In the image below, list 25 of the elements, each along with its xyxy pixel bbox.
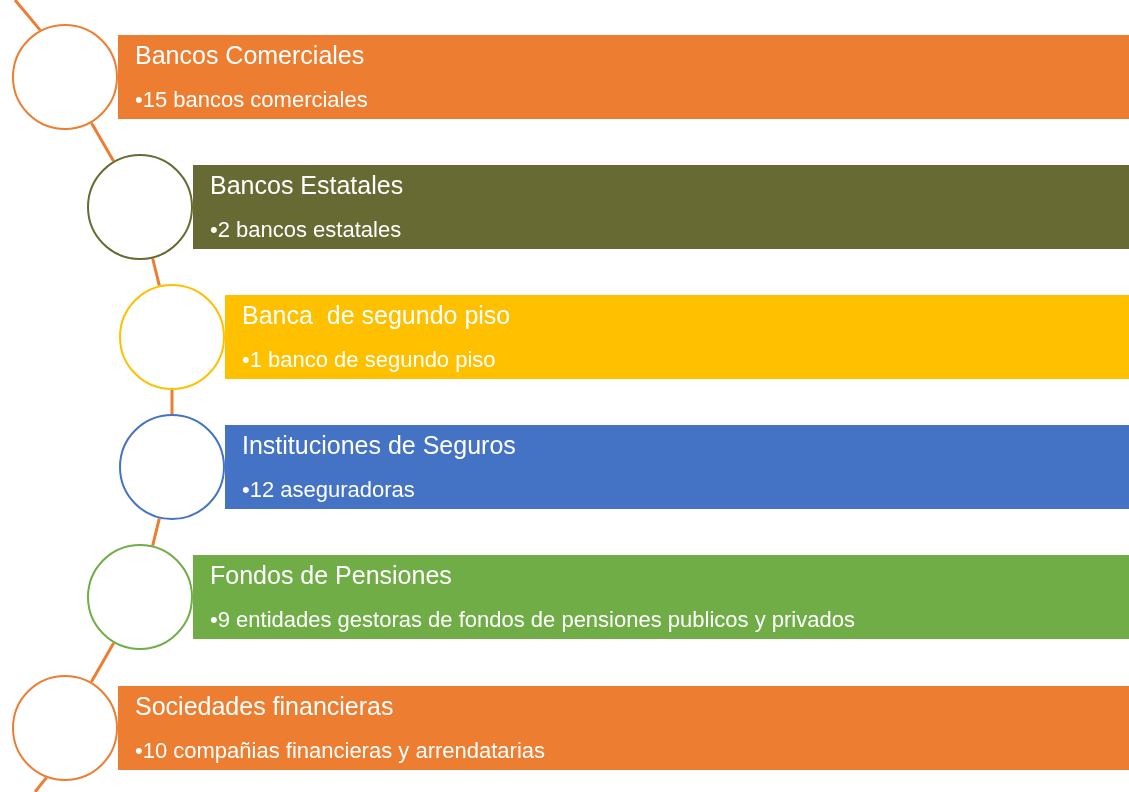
category-heading: Sociedades financieras [135,692,394,721]
category-heading: Bancos Comerciales [135,41,365,70]
connector-line [13,0,42,32]
category-heading: Bancos Estatales [210,171,404,200]
category-detail: •10 compañias financieras y arrendatarias [135,738,546,764]
category-heading: Banca de segundo piso [242,301,511,330]
connector-line [90,122,115,162]
category-detail: •9 entidades gestoras de fondos de pensiones publicos y privados [210,607,855,633]
category-detail: •1 banco de segundo piso [242,347,496,373]
category-detail: •15 bancos comerciales [135,87,368,113]
category-bar [193,555,1129,639]
category-heading: Instituciones de Seguros [242,431,516,460]
connector-line [151,258,161,286]
category-detail: •2 bancos estatales [210,217,402,243]
connector-line [151,518,161,546]
connector-line [33,776,48,792]
category-bar [193,165,1129,249]
category-detail: •12 aseguradoras [242,477,415,503]
category-bar [118,35,1129,119]
category-bar [118,686,1129,770]
category-bar [225,425,1129,509]
connector-line [170,390,174,414]
category-bar [225,295,1129,379]
category-heading: Fondos de Pensiones [210,561,452,590]
connector-line [90,642,115,683]
